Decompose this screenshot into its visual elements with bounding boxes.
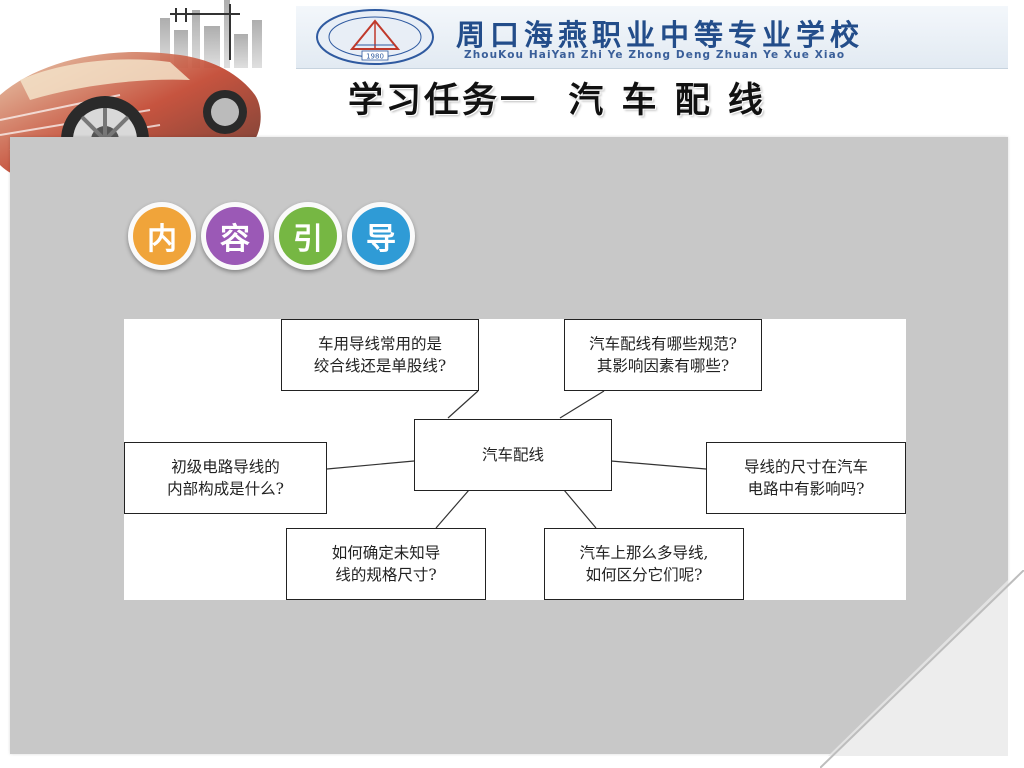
section-circle-4: 导 [347, 202, 415, 270]
connector-top-left [447, 390, 479, 419]
question-node-4-line-2: 电路中有影响吗? [747, 480, 865, 498]
question-node-5: 如何确定未知导 线的规格尺寸? [286, 528, 486, 600]
section-circle-1: 内 [128, 202, 196, 270]
question-node-3-line-1: 初级电路导线的 [171, 458, 280, 476]
center-node-label: 汽车配线 [481, 446, 544, 464]
connector-top-right [559, 390, 605, 419]
school-header-banner: 1980 周口海燕职业中等专业学校 ZhouKou HaiYan Zhi Ye … [296, 6, 1008, 69]
page-curl-decoration [820, 570, 1024, 768]
question-node-1-line-1: 车用导线常用的是 [317, 335, 442, 353]
question-node-4-line-1: 导线的尺寸在汽车 [743, 458, 868, 476]
section-circle-2-label: 容 [206, 207, 264, 265]
page-title: 学习任务一 汽 车 配 线 [348, 81, 766, 121]
question-node-6-line-2: 如何区分它们呢? [585, 566, 703, 584]
school-name-pinyin: ZhouKou HaiYan Zhi Ye Zhong Deng Zhuan Y… [464, 49, 846, 61]
section-circle-1-label: 内 [133, 207, 191, 265]
diagram-connectors [326, 390, 707, 529]
question-node-3-line-2: 内部构成是什么? [167, 480, 284, 498]
section-circle-4-label: 导 [352, 207, 410, 265]
section-circle-2: 容 [201, 202, 269, 270]
section-heading-circles: 内 容 引 导 [128, 202, 428, 270]
section-circle-3: 引 [274, 202, 342, 270]
question-node-6-line-1: 汽车上那么多导线, [579, 544, 709, 562]
question-node-5-line-1: 如何确定未知导 [331, 544, 441, 562]
question-node-2-line-2: 其影响因素有哪些? [596, 357, 730, 375]
question-node-2-line-1: 汽车配线有哪些规范? [589, 335, 737, 353]
connector-right [610, 460, 707, 470]
section-circle-3-label: 引 [279, 207, 337, 265]
connector-bottom-left [435, 489, 470, 529]
mind-map-diagram: 汽车配线 车用导线常用的是 绞合线还是单股线? 汽车配线有哪些规范? 其影响因素… [124, 319, 906, 600]
question-node-5-line-2: 线的规格尺寸? [335, 566, 437, 584]
connector-left [326, 460, 415, 470]
question-node-3: 初级电路导线的 内部构成是什么? [124, 442, 327, 514]
center-node: 汽车配线 [414, 419, 612, 491]
school-seal-logo: 1980 [316, 9, 434, 65]
question-node-1-line-2: 绞合线还是单股线? [313, 357, 447, 375]
connector-bottom-right [563, 489, 597, 529]
seal-year: 1980 [366, 53, 384, 61]
school-name-chinese: 周口海燕职业中等专业学校 [456, 18, 865, 52]
question-node-6: 汽车上那么多导线, 如何区分它们呢? [544, 528, 744, 600]
question-node-1: 车用导线常用的是 绞合线还是单股线? [281, 319, 479, 391]
question-node-4: 导线的尺寸在汽车 电路中有影响吗? [706, 442, 906, 514]
question-node-2: 汽车配线有哪些规范? 其影响因素有哪些? [564, 319, 762, 391]
